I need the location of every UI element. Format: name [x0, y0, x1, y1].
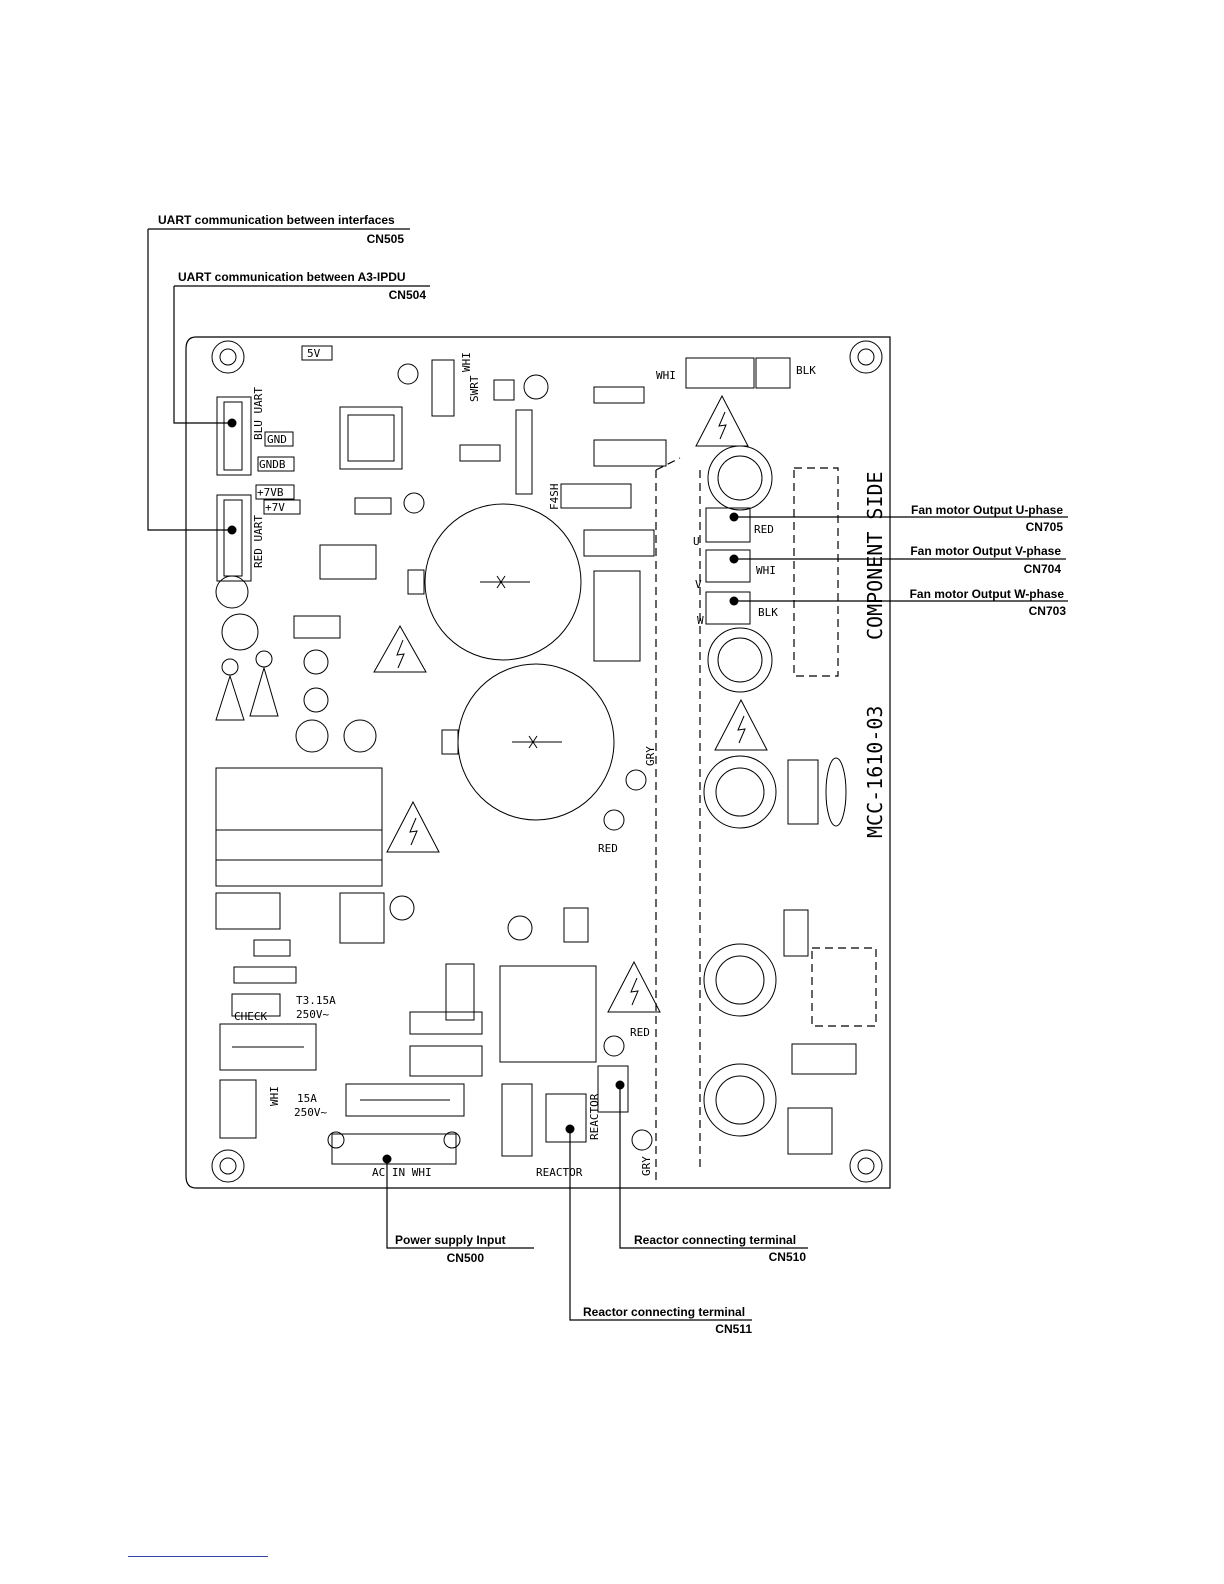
silk-250v-b: 250V~: [294, 1106, 327, 1119]
connector-cn705: [705, 507, 751, 543]
silk-gnd: GND: [267, 433, 287, 446]
silk-w: W: [697, 614, 704, 627]
warning-icon: [607, 960, 661, 1013]
mounting-hole-tr: [849, 340, 883, 374]
connector-cn500: [331, 1133, 457, 1165]
silk-model: MCC-1610-03: [863, 706, 887, 838]
callout-cn500-code: CN500: [447, 1251, 485, 1265]
silk-u: U: [693, 535, 700, 548]
callout-cn504-title: UART communication between A3-IPDU: [178, 270, 406, 284]
callout-cn505-code: CN505: [367, 232, 405, 246]
callout-cn705-title: Fan motor Output U-phase: [911, 503, 1063, 517]
callout-cn500: Power supply Input CN500: [382, 1154, 534, 1265]
silk-7vb: +7VB: [257, 486, 284, 499]
callout-cn705: Fan motor Output U-phase CN705: [729, 503, 1068, 534]
silk-swrt: SWRT: [468, 375, 481, 402]
callout-cn511-code: CN511: [715, 1322, 752, 1336]
silk-red-uart: RED UART: [252, 515, 265, 568]
warning-icon: [386, 800, 440, 853]
silk-check: CHECK: [234, 1010, 267, 1023]
callout-cn505: UART communication between interfaces CN…: [147, 213, 410, 535]
silk-blk-conn: BLK: [796, 364, 816, 377]
callout-cn510: Reactor connecting terminal CN510: [615, 1080, 808, 1264]
silk-v: V: [695, 578, 702, 591]
callout-cn505-title: UART communication between interfaces: [158, 213, 395, 227]
silk-red-mid: RED: [598, 842, 618, 855]
silk-reactor-v: REACTOR: [588, 1093, 601, 1140]
callout-cn704: Fan motor Output V-phase CN704: [729, 544, 1066, 576]
silk-f4sh: F4SH: [548, 484, 561, 511]
silk-red: RED: [754, 523, 774, 536]
callout-cn511-title: Reactor connecting terminal: [583, 1305, 745, 1319]
silk-reactor: REACTOR: [536, 1166, 583, 1179]
warning-icon: [695, 394, 749, 447]
callout-cn703-code: CN703: [1029, 604, 1067, 618]
capacitor-large-2: [441, 663, 615, 821]
mounting-hole-bl: [211, 1149, 245, 1183]
silk-gry: GRY: [644, 746, 657, 766]
callout-cn510-code: CN510: [769, 1250, 807, 1264]
silk-250v: 250V~: [296, 1008, 329, 1021]
silk-gry-low: GRY: [640, 1156, 653, 1176]
silk-t315a: T3.15A: [296, 994, 336, 1007]
silk-whi-conn: WHI: [656, 369, 676, 382]
callout-cn703-title: Fan motor Output W-phase: [910, 587, 1065, 601]
silk-7v: +7V: [265, 501, 285, 514]
silk-5v: 5V: [307, 347, 321, 360]
callout-cn504-code: CN504: [389, 288, 427, 302]
transformer-block: [215, 767, 383, 887]
capacitor-large-1: [407, 503, 582, 661]
warning-icon: [714, 698, 768, 751]
silk-whi-top: WHI: [460, 352, 473, 372]
connector-cn504: [216, 396, 252, 476]
silk-red-low: RED: [630, 1026, 650, 1039]
callout-cn511: Reactor connecting terminal CN511: [565, 1124, 752, 1336]
mounting-hole-br: [849, 1149, 883, 1183]
footer-rule: [128, 1556, 268, 1557]
pcb-board: BLU UART RED UART GND GNDB +7VB +7V 5V S…: [185, 336, 891, 1189]
callout-cn704-title: Fan motor Output V-phase: [910, 544, 1061, 558]
silk-blu-uart: BLU UART: [252, 387, 265, 440]
connector-cn510: [597, 1065, 629, 1113]
callout-cn705-code: CN705: [1026, 520, 1064, 534]
callout-cn704-code: CN704: [1024, 562, 1062, 576]
warning-icon: [373, 624, 427, 673]
silk-component-side: COMPONENT SIDE: [863, 471, 887, 640]
silk-whi-side: WHI: [268, 1086, 281, 1106]
connector-cn505: [216, 494, 252, 582]
mounting-hole-tl: [211, 340, 245, 374]
silk-15a: 15A: [297, 1092, 317, 1105]
connector-cn703: [705, 591, 751, 625]
callout-cn504: UART communication between A3-IPDU CN504: [173, 270, 430, 428]
callout-cn500-title: Power supply Input: [395, 1233, 506, 1247]
silk-gndb: GNDB: [259, 458, 286, 471]
silk-ac-in: AC IN WHI: [372, 1166, 432, 1179]
connector-cn704: [705, 549, 751, 583]
silk-whi: WHI: [756, 564, 776, 577]
connector-cn511: [545, 1093, 587, 1143]
silk-blk: BLK: [758, 606, 778, 619]
callout-cn510-title: Reactor connecting terminal: [634, 1233, 796, 1247]
callout-cn703: Fan motor Output W-phase CN703: [729, 587, 1068, 618]
